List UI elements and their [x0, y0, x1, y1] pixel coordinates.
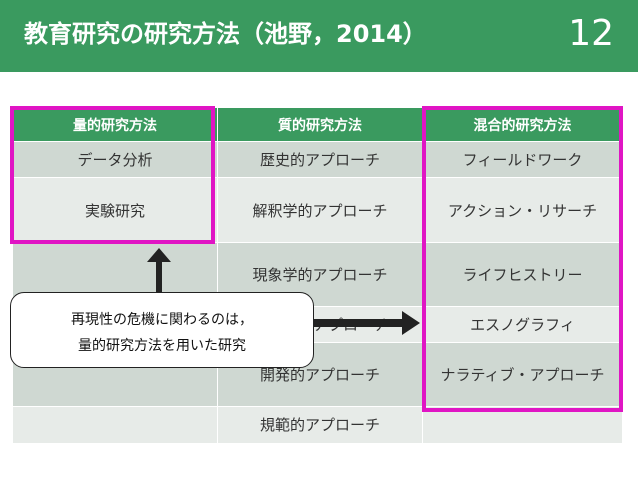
- column-header-quantitative: 量的研究方法: [12, 108, 218, 142]
- callout-line-1: 再現性の危機に関わるのは，: [71, 312, 253, 328]
- arrow-up-icon: [147, 248, 171, 294]
- table-row: 実験研究 解釈学的アプローチ アクション・リサーチ: [12, 177, 623, 243]
- slide-header: 教育研究の研究方法（池野，2014） 12: [0, 0, 638, 72]
- research-methods-table: 量的研究方法 質的研究方法 混合的研究方法 データ分析 歴史的アプローチ フィー…: [12, 108, 623, 443]
- table-cell: ライフヒストリー: [422, 242, 623, 307]
- table-cell: 実験研究: [12, 177, 218, 243]
- highlight-box-mixed: [422, 106, 623, 412]
- highlight-box-quantitative: [10, 106, 215, 244]
- table-cell: エスノグラフィ: [422, 306, 623, 343]
- slide-title: 教育研究の研究方法（池野，2014）: [24, 20, 427, 48]
- table-cell: 歴史的アプローチ: [217, 141, 423, 178]
- callout-line-2: 量的研究方法を用いた研究: [78, 338, 246, 354]
- table-cell: ナラティブ・アプローチ: [422, 342, 623, 407]
- table-row: 規範的アプローチ: [12, 406, 623, 443]
- arrow-right-icon: [280, 311, 420, 335]
- table-cell: アクション・リサーチ: [422, 177, 623, 243]
- table-cell: 規範的アプローチ: [217, 406, 423, 443]
- table-cell: 解釈学的アプローチ: [217, 177, 423, 243]
- table-cell: [422, 406, 623, 443]
- table-row: 開発的アプローチ ナラティブ・アプローチ: [12, 342, 623, 407]
- table-row: データ分析 歴史的アプローチ フィールドワーク: [12, 141, 623, 178]
- callout-box: 再現性の危機に関わるのは， 量的研究方法を用いた研究: [10, 292, 314, 368]
- table-cell: データ分析: [12, 141, 218, 178]
- table-cell: [12, 406, 218, 443]
- page-number: 12: [568, 13, 614, 54]
- column-header-mixed: 混合的研究方法: [422, 108, 623, 142]
- table-header-row: 量的研究方法 質的研究方法 混合的研究方法: [12, 108, 623, 142]
- column-header-qualitative: 質的研究方法: [217, 108, 423, 142]
- table-cell: フィールドワーク: [422, 141, 623, 178]
